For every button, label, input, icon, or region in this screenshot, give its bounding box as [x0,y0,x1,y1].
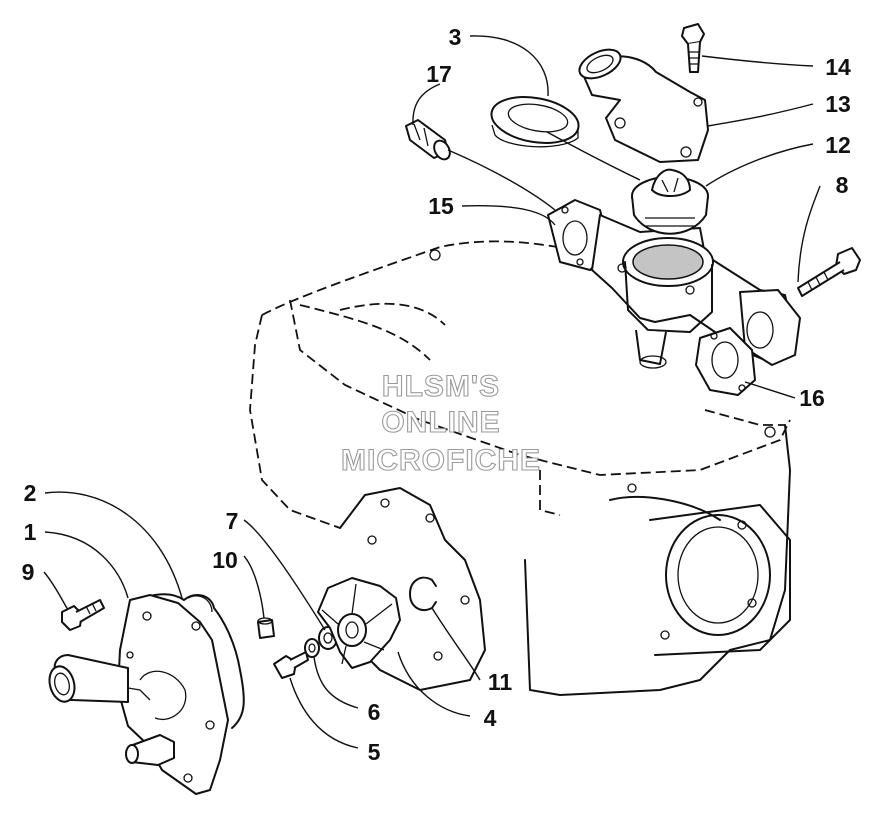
gasket-16 [695,327,756,396]
o-ring-3 [490,96,580,148]
callout-2: 2 [24,480,37,506]
bolt-14 [681,23,705,73]
callout-12: 12 [825,132,851,158]
engine-block [249,240,791,696]
callout-14: 14 [825,54,851,80]
callout-9: 9 [22,559,35,585]
callout-labels: 2 1 9 7 10 6 5 4 11 3 17 15 14 13 12 8 1… [22,24,851,765]
callout-16: 16 [799,385,825,411]
water-pump-1 [48,594,229,795]
callout-3: 3 [449,24,462,50]
callout-8: 8 [836,172,849,198]
callout-6: 6 [368,699,381,725]
impeller-4 [317,577,401,669]
callout-7: 7 [226,508,239,534]
watermark-line-3: MICROFICHE [341,444,541,477]
callout-13: 13 [825,91,851,117]
thermostat-12 [631,168,709,235]
pump-gasket-2 [137,593,245,729]
watermark-line-2: ONLINE [381,406,500,439]
washer-6 [304,638,320,658]
circlip-11 [409,576,437,612]
thermostat-cover-13 [578,48,709,163]
callout-1: 1 [24,519,37,545]
bolt-8 [797,247,861,297]
thermostat-housing [547,199,801,369]
callout-5: 5 [368,739,381,765]
watermark: HLSM'S ONLINE MICROFICHE [340,369,541,477]
callout-11: 11 [488,669,513,695]
leader-lines [43,35,821,749]
callout-17: 17 [426,61,452,87]
watermark-line-1: HLSM'S [382,370,500,403]
callout-10: 10 [212,547,238,573]
bolt-9 [61,599,105,631]
dowel-10 [257,617,275,639]
bolt-5 [273,651,309,679]
fitting-17 [405,119,451,161]
callout-4: 4 [484,705,497,731]
callout-15: 15 [428,193,454,219]
